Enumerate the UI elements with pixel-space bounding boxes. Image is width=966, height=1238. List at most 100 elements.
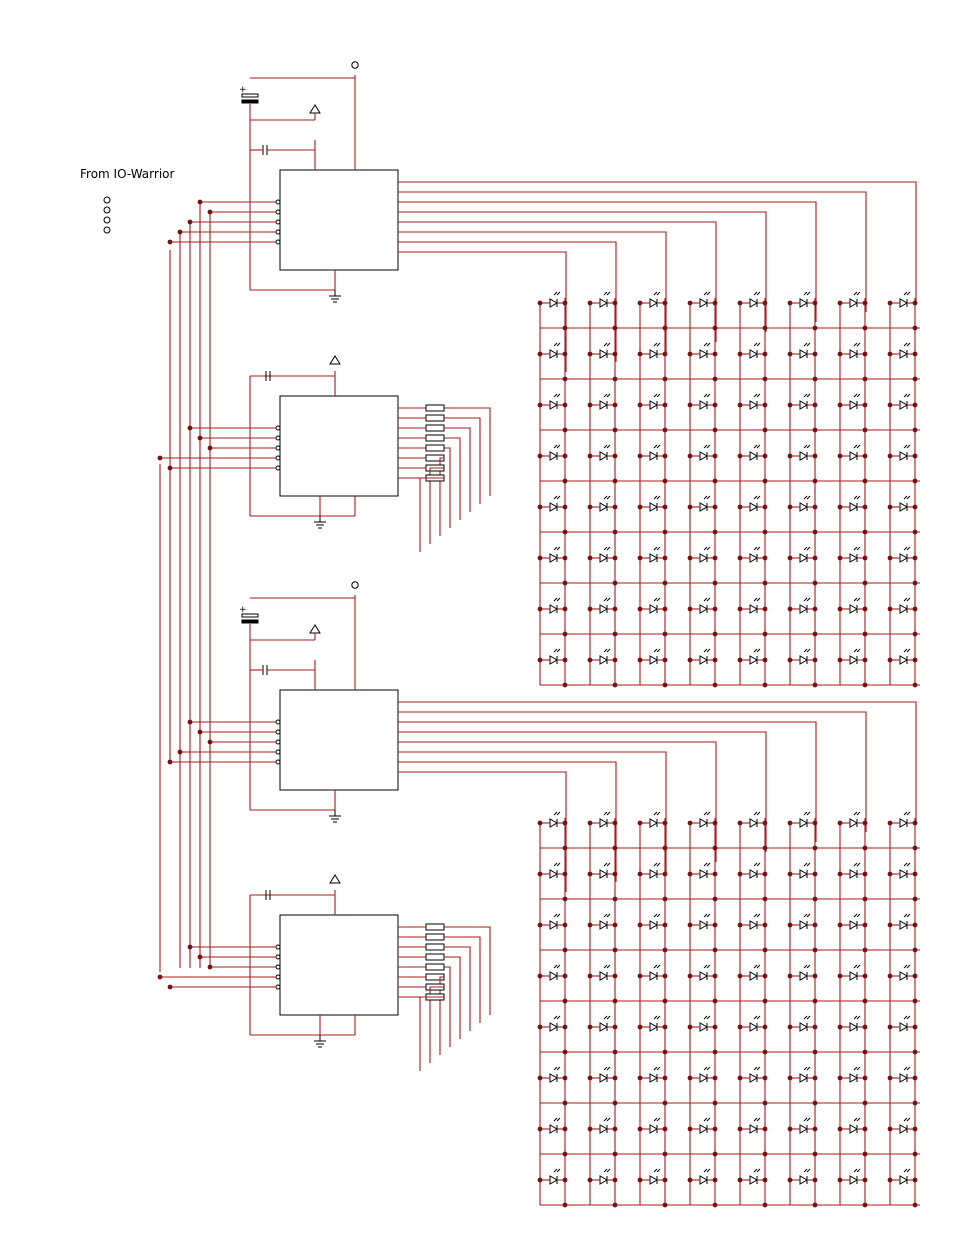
led-ray xyxy=(703,444,708,449)
junction-dot xyxy=(762,922,768,928)
junction-dot xyxy=(612,478,618,484)
junction-dot xyxy=(562,947,568,953)
led-ray xyxy=(553,964,558,969)
junction-dot xyxy=(812,631,818,637)
led-ray xyxy=(903,811,908,816)
junction-dot xyxy=(862,555,868,561)
led-ray xyxy=(806,913,811,918)
led-ray xyxy=(703,811,708,816)
junction-dot xyxy=(912,845,918,851)
led-ray xyxy=(856,1066,861,1071)
led-ray xyxy=(653,811,658,816)
led-ray xyxy=(556,342,561,347)
junction-dot xyxy=(762,402,768,408)
led-icon xyxy=(537,862,568,902)
junction-dot xyxy=(587,606,593,612)
junction-dot xyxy=(812,820,818,826)
led-ray xyxy=(903,495,908,500)
led-ray xyxy=(556,964,561,969)
led-ray xyxy=(703,342,708,347)
junction-dot xyxy=(787,1075,793,1081)
led-triangle xyxy=(799,655,809,665)
led-ray xyxy=(653,1168,658,1173)
led-ray xyxy=(806,495,811,500)
junction-dot xyxy=(537,555,543,561)
led-triangle xyxy=(749,655,759,665)
led-ray xyxy=(656,291,661,296)
resistor xyxy=(425,444,445,452)
led-icon xyxy=(637,597,668,637)
junction-dot xyxy=(862,376,868,382)
led-ray xyxy=(653,291,658,296)
junction-dot xyxy=(787,1126,793,1132)
pin-bubble xyxy=(275,435,281,441)
junction-dot xyxy=(737,555,743,561)
junction-dot xyxy=(912,1075,918,1081)
led-ray xyxy=(653,1015,658,1020)
junction-dot xyxy=(662,896,668,902)
junction-dot xyxy=(862,1202,868,1208)
led-matrix-1 xyxy=(537,811,920,1208)
led-icon xyxy=(587,393,618,433)
port-terminal xyxy=(103,196,111,204)
led-ray xyxy=(653,342,658,347)
led-triangle xyxy=(649,604,659,614)
led-ray xyxy=(556,495,561,500)
led-ray xyxy=(803,546,808,551)
led-icon xyxy=(587,862,618,902)
junction-dot xyxy=(862,845,868,851)
led-icon xyxy=(837,1168,868,1208)
junction-dot xyxy=(637,1126,643,1132)
led-icon xyxy=(737,862,768,902)
led-ray xyxy=(756,546,761,551)
junction-dot xyxy=(762,845,768,851)
led-ray xyxy=(756,862,761,867)
led-ray xyxy=(556,1117,561,1122)
pin-bubble xyxy=(275,984,281,990)
led-ray xyxy=(753,393,758,398)
row-driver-wire xyxy=(398,741,717,862)
junction-dot xyxy=(762,682,768,688)
led-ray xyxy=(853,291,858,296)
led-ray xyxy=(703,1066,708,1071)
junction-dot xyxy=(762,555,768,561)
led-triangle xyxy=(849,349,859,359)
junction-dot xyxy=(687,606,693,612)
junction-dot xyxy=(712,1177,718,1183)
led-ray xyxy=(853,342,858,347)
led-icon xyxy=(737,444,768,484)
led-ray xyxy=(603,444,608,449)
led-triangle xyxy=(649,553,659,563)
led-triangle xyxy=(599,400,609,410)
row-driver-wire xyxy=(398,231,667,352)
junction-dot xyxy=(207,964,213,970)
led-triangle xyxy=(549,553,559,563)
junction-dot xyxy=(537,922,543,928)
junction-dot xyxy=(687,1126,693,1132)
junction-dot xyxy=(662,682,668,688)
junction-dot xyxy=(562,896,568,902)
column-wire xyxy=(444,936,481,1023)
led-ray xyxy=(906,444,911,449)
junction-dot xyxy=(812,998,818,1004)
column-wire xyxy=(444,407,491,496)
column-wire xyxy=(444,956,461,1039)
junction-dot xyxy=(712,845,718,851)
led-triangle xyxy=(749,298,759,308)
junction-dot xyxy=(187,425,193,431)
led-icon xyxy=(837,291,868,331)
led-icon xyxy=(637,1066,668,1106)
junction-dot xyxy=(662,1049,668,1055)
junction-dot xyxy=(862,529,868,535)
junction-dot xyxy=(612,504,618,510)
junction-dot xyxy=(812,1202,818,1208)
led-icon xyxy=(537,964,568,1004)
led-ray xyxy=(906,291,911,296)
led-triangle xyxy=(649,1124,659,1134)
led-ray xyxy=(656,1117,661,1122)
vcc-triangle xyxy=(309,104,321,114)
led-triangle xyxy=(549,655,559,665)
column-wire xyxy=(444,437,461,520)
led-ray xyxy=(606,811,611,816)
junction-dot xyxy=(662,1151,668,1157)
